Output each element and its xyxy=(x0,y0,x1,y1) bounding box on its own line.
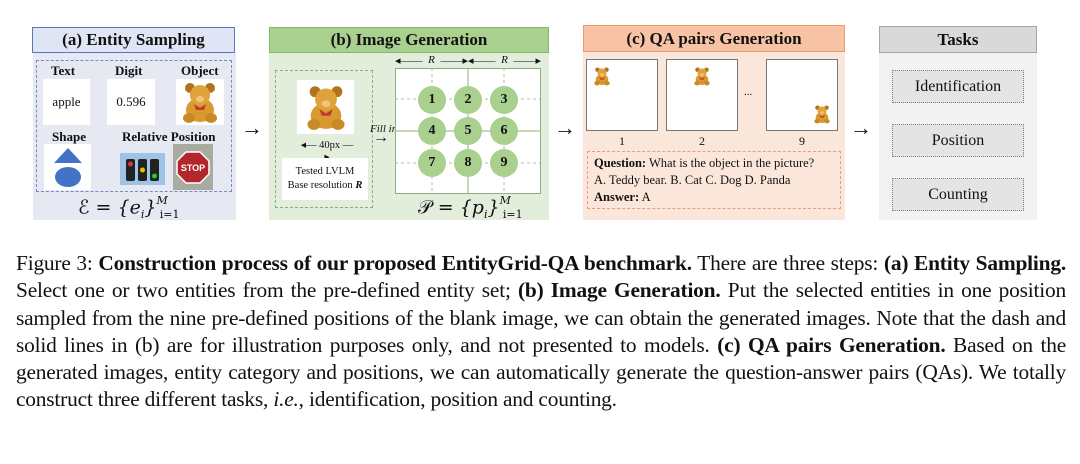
lvlm-dashed-box xyxy=(275,70,373,208)
caption-step-b: (b) Image Generation. xyxy=(517,278,721,303)
traffic-light-image xyxy=(120,153,165,185)
answer-line: Answer: A xyxy=(594,190,651,204)
teddy-bear-icon xyxy=(813,104,831,124)
stop-sign-image: STOP xyxy=(173,144,213,190)
digit-label: Digit xyxy=(115,63,143,78)
qa-generation-title: (c) QA pairs Generation xyxy=(583,25,845,52)
resolution-arrow-left: ◂——R——▸ xyxy=(395,54,468,67)
teddy-bear-icon xyxy=(304,83,348,131)
entity-sampling-title: (a) Entity Sampling xyxy=(32,27,235,53)
digit-sample-card: 0.596 xyxy=(107,79,155,125)
image-label-9: 9 xyxy=(799,134,805,148)
caption-step-c: (c) QA pairs Generation. xyxy=(717,332,946,357)
task-position: Position xyxy=(892,124,1024,157)
ellipsis: ... xyxy=(744,86,753,98)
image-label-1: 1 xyxy=(619,134,625,148)
task-identification: Identification xyxy=(892,70,1024,103)
relative-position-label: Relative Position xyxy=(122,129,216,144)
teddy-bear-icon xyxy=(693,66,711,86)
teddy-bear-icon xyxy=(593,66,611,86)
position-7: 7 xyxy=(418,149,446,177)
question-line: Question: What is the object in the pict… xyxy=(594,156,815,170)
options-line: A. Teddy bear. B. Cat C. Dog D. Panda xyxy=(594,173,791,187)
caption-ie: i.e. xyxy=(273,387,299,412)
bear-sample-card xyxy=(297,80,354,134)
caption-text: Select one or two entities from the pre-… xyxy=(16,278,518,303)
object-label: Object xyxy=(181,63,219,78)
position-3: 3 xyxy=(490,86,518,114)
position-4: 4 xyxy=(418,117,446,145)
generated-image-1 xyxy=(586,59,658,131)
figure-caption: Figure 3: Construction process of our pr… xyxy=(16,250,1066,414)
svg-text:STOP: STOP xyxy=(181,163,205,173)
lvlm-info-card: Tested LVLM Base resolution R xyxy=(282,158,368,200)
lvlm-line2: Base resolution R xyxy=(287,180,363,191)
image-generation-title: (b) Image Generation xyxy=(269,27,549,53)
teddy-bear-icon xyxy=(180,80,220,124)
digit-sample: 0.596 xyxy=(116,94,146,109)
entity-set-dashed-box xyxy=(36,60,232,192)
position-set-formula: 𝒫 = {pi}Mi=1 xyxy=(418,194,523,222)
entity-set-formula: ℰ = {ei}Mi=1 xyxy=(78,194,180,222)
resolution-label: R xyxy=(501,54,508,66)
object-sample-card xyxy=(176,79,224,125)
fill-in-arrow-icon: → xyxy=(373,129,389,146)
stop-sign-icon: STOP xyxy=(173,144,213,190)
task-counting: Counting xyxy=(892,178,1024,211)
shape-triangle-circle-icon xyxy=(53,148,82,187)
caption-text: , identification, position and counting. xyxy=(298,387,617,412)
resolution-arrow-right: ◂——R——▸ xyxy=(468,54,541,67)
resolution-label: R xyxy=(428,54,435,66)
caption-text: Put the selected entities in one positio… xyxy=(16,278,1066,357)
text-sample-card: apple xyxy=(43,79,90,125)
fill-in-label: Fill in xyxy=(370,123,398,135)
qa-example-box: Question: What is the object in the pict… xyxy=(587,151,841,209)
image-label-2: 2 xyxy=(699,134,705,148)
figure-label: Figure 3: xyxy=(16,251,93,275)
position-6: 6 xyxy=(490,117,518,145)
caption-step-a: (a) Entity Sampling. xyxy=(883,251,1066,275)
position-5: 5 xyxy=(454,117,482,145)
size-dimension: ◂— 40px —▸ xyxy=(300,140,354,163)
arrow-b-to-c-icon: → xyxy=(554,115,576,140)
text-sample: apple xyxy=(52,94,81,109)
position-8: 8 xyxy=(454,149,482,177)
position-grid: 1 2 3 4 5 6 7 8 9 xyxy=(395,68,541,194)
size-label: 40px xyxy=(319,140,341,151)
position-1: 1 xyxy=(418,86,446,114)
caption-text: There are three steps: xyxy=(691,251,884,275)
shape-sample-card xyxy=(44,144,91,190)
position-9: 9 xyxy=(490,149,518,177)
shape-label: Shape xyxy=(52,129,86,144)
arrow-a-to-b-icon: → xyxy=(241,115,263,140)
generated-image-2 xyxy=(666,59,738,131)
position-2: 2 xyxy=(454,86,482,114)
caption-text: Based on the generated images, entity ca… xyxy=(16,332,1066,412)
text-label: Text xyxy=(51,63,76,78)
lvlm-line1: Tested LVLM xyxy=(295,166,355,177)
traffic-light-icon xyxy=(120,153,165,185)
caption-title: Construction process of our proposed Ent… xyxy=(98,251,692,275)
arrow-c-to-d-icon: → xyxy=(850,115,872,140)
tasks-title: Tasks xyxy=(879,26,1037,53)
generated-image-9 xyxy=(766,59,838,131)
